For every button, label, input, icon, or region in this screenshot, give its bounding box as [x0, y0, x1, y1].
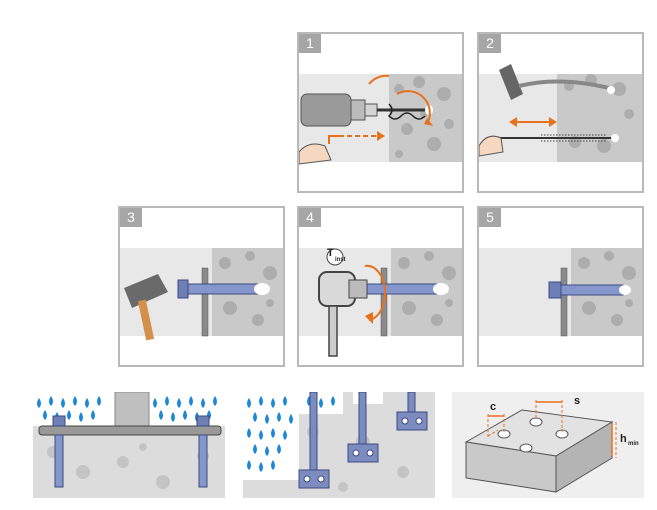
step-1-panel: 1 — [297, 32, 464, 193]
drilling-icon — [299, 74, 462, 165]
cleaning-hole-icon — [479, 64, 642, 162]
step-number-badge: 1 — [299, 34, 321, 53]
base-plate-wet-concrete-illustration — [33, 392, 225, 498]
torque-wrench-icon: T inst — [299, 247, 462, 357]
edge-distance-label: c — [490, 401, 496, 413]
step-number-badge: 3 — [120, 208, 142, 227]
step-number-badge: 2 — [479, 34, 501, 53]
torque-label-sub: inst — [335, 257, 346, 263]
installed-anchor-icon — [479, 248, 642, 337]
concrete-block-dimensions-diagram: c s h min — [452, 392, 644, 498]
thickness-label: h — [620, 433, 627, 445]
torque-label: T — [327, 247, 334, 259]
thickness-label-sub: min — [628, 441, 639, 447]
step-4-panel: T inst 4 — [297, 206, 464, 367]
step-number-badge: 4 — [299, 208, 321, 227]
anchor-plates-cracked-concrete-illustration — [243, 392, 435, 498]
spacing-label: s — [574, 395, 580, 407]
step-2-panel: 2 — [477, 32, 644, 193]
step-5-panel: 5 — [477, 206, 644, 367]
hammer-insert-icon — [120, 248, 283, 341]
step-3-panel: 3 — [118, 206, 285, 367]
step-number-badge: 5 — [479, 208, 501, 227]
